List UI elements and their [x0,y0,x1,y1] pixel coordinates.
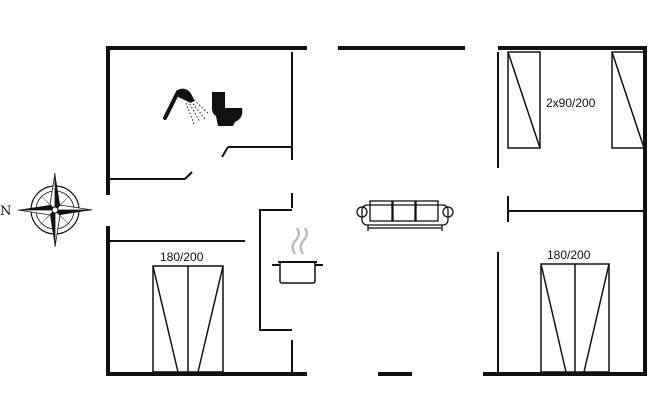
compass-rose-icon [17,172,93,248]
inner-walls [110,52,645,372]
cooking-pot-icon [272,227,323,284]
bottom-right-bed-label: 180/200 [547,248,591,262]
sofa-icon [356,200,454,231]
bottom-left-bed: 180/200 [152,250,224,373]
compass-north-label: N [0,204,11,219]
bottom-right-bed: 180/200 [540,248,610,373]
top-right-bed-label: 2x90/200 [546,96,596,110]
top-right-beds: 2x90/200 [507,51,645,149]
bottom-left-bed-label: 180/200 [160,250,204,264]
toilet-icon [212,92,243,126]
shower-icon [163,88,210,125]
